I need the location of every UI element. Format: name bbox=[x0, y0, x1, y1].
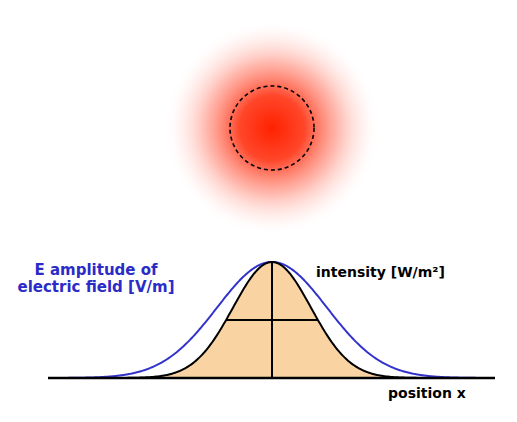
intensity-label: intensity [W/m²] bbox=[316, 264, 496, 280]
beam-waist-circle bbox=[230, 86, 314, 170]
half-max-line bbox=[226, 319, 318, 321]
position-axis bbox=[48, 377, 495, 380]
axis-label: position x bbox=[388, 385, 508, 401]
field-label: E amplitude of electric field [V/m] bbox=[6, 262, 186, 297]
beam-spot bbox=[164, 20, 380, 236]
